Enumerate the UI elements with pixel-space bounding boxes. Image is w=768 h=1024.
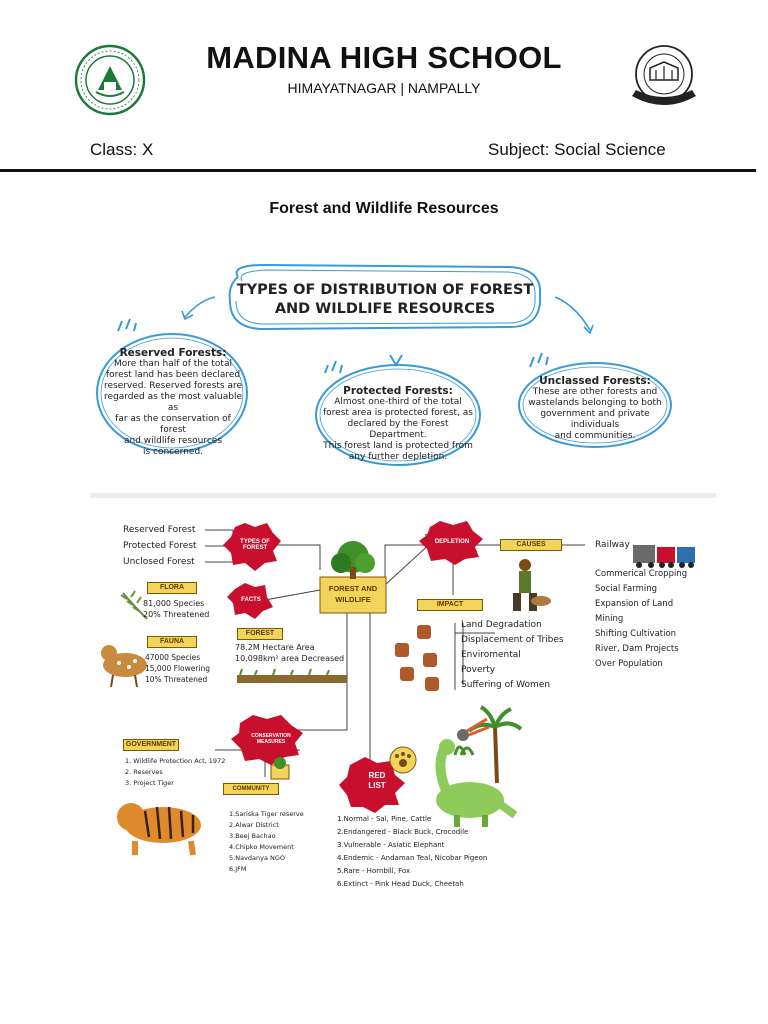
protected-forests-title: Protected Forests: xyxy=(343,385,453,397)
red-list-item: 5.Rare - Hornbill, Fox xyxy=(337,867,411,875)
cause-item: Shifting Cultivation xyxy=(595,629,677,639)
type-reserved-forest: Reserved Forest xyxy=(123,525,196,535)
forest-mindmap: Reserved Forest Protected Forest Unclose… xyxy=(95,515,715,900)
unclassed-forests-text: These are other forests and wastelands b… xyxy=(522,387,668,442)
fauna-stat: 10% Threatened xyxy=(145,675,208,684)
type-unclosed-forest: Unclosed Forest xyxy=(123,557,195,567)
reserved-line: reserved. Reserved forests are xyxy=(103,381,243,391)
protected-forests-text: Almost one-third of the total forest are… xyxy=(320,397,476,463)
distribution-diagram-lines xyxy=(96,263,672,466)
reserved-line: More than half of the total xyxy=(114,359,232,369)
distribution-diagram: TYPES OF DISTRIBUTION OF FOREST AND WILD… xyxy=(90,255,710,480)
school-location: HIMAYATNAGAR | NAMPALLY xyxy=(287,80,481,96)
government-item: 3. Project Tiger xyxy=(125,779,174,787)
cause-item: River, Dam Projects xyxy=(595,644,679,654)
red-list-label: RED xyxy=(368,771,386,780)
reserved-forests-text: More than half of the total forest land … xyxy=(102,359,244,458)
impact-item: Suffering of Women xyxy=(461,680,551,690)
distribution-title-line1: TYPES OF DISTRIBUTION OF FOREST xyxy=(236,282,534,298)
impact-item: Land Degradation xyxy=(461,620,542,630)
fauna-stat: 15,000 Flowering xyxy=(145,664,211,673)
types-of-forest-badge: TYPES OF FOREST xyxy=(240,539,270,551)
community-item: 2.Alwar District xyxy=(229,821,279,829)
conservation-badge: CONSERVATION MEASURES xyxy=(251,733,291,745)
government-item: 1. Wildlife Protection Act, 1972 xyxy=(125,757,226,765)
protected-line: Almost one-third of the total xyxy=(334,397,462,407)
flora-stat: 20% Threatened xyxy=(143,610,210,619)
protected-forests-bubble: Protected Forests: Almost one-third of t… xyxy=(320,385,476,463)
header-divider xyxy=(0,169,756,172)
board-seal xyxy=(632,45,696,105)
government-item: 2. Reserves xyxy=(125,768,163,776)
red-list-item: 2.Endangered - Black Buck, Crocodile xyxy=(337,828,469,836)
depletion-badge: DEPLETION xyxy=(434,539,470,545)
distribution-title-line2: AND WILDLIFE RESOURCES xyxy=(274,301,496,317)
reserved-line: regarded as the most valuable as xyxy=(104,392,242,413)
cause-item: Mining xyxy=(595,614,624,624)
distribution-title: TYPES OF DISTRIBUTION OF FOREST AND WILD… xyxy=(235,281,535,319)
red-list-item: 4.Endemic - Andaman Teal, Nicobar Pigeon xyxy=(337,854,488,862)
fauna-label: FAUNA xyxy=(147,636,197,648)
reserved-forests-bubble: Reserved Forests: More than half of the … xyxy=(102,347,244,458)
section-separator xyxy=(90,493,716,498)
protected-line: any further depletion. xyxy=(348,452,448,462)
fauna-stat: 47000 Species xyxy=(145,653,201,662)
facts-badge: FACTS xyxy=(241,597,261,603)
cause-item: Over Population xyxy=(595,659,663,669)
community-item: 6.JFM xyxy=(229,865,247,873)
reserved-line: and wildlife resources xyxy=(123,436,223,446)
reserved-line: is concerned. xyxy=(142,447,204,457)
reserved-forests-title: Reserved Forests: xyxy=(119,347,227,359)
type-protected-forest: Protected Forest xyxy=(123,541,197,551)
cause-item: Commerical Cropping xyxy=(595,569,688,579)
unclassed-forests-bubble: Unclassed Forests: These are other fores… xyxy=(522,375,668,442)
community-item: 4.Chipko Movement xyxy=(229,843,294,851)
government-label: GOVERNMENT xyxy=(123,739,179,751)
unclassed-line: These are other forests and xyxy=(532,387,658,397)
mindmap-connectors xyxy=(101,521,695,856)
topic-title: Forest and Wildlife Resources xyxy=(269,200,499,217)
subject-label: Subject: Social Science xyxy=(488,140,666,159)
red-list-item: 1.Normal - Sal, Pine, Cattle xyxy=(337,815,432,823)
unclassed-line: wastelands belonging to both xyxy=(528,398,662,408)
community-item: 1.Sariska Tiger reserve xyxy=(229,810,304,818)
reserved-line: far as the conservation of forest xyxy=(115,414,231,435)
school-logo xyxy=(74,44,146,116)
impact-item: Enviromental xyxy=(461,650,521,660)
cause-item: Expansion of Land xyxy=(595,599,674,609)
community-item: 5.Navdanya NGO xyxy=(229,854,286,862)
forest-label: FOREST xyxy=(237,628,283,640)
unclassed-line: government and private individuals xyxy=(540,409,650,430)
impact-label: IMPACT xyxy=(417,599,483,611)
cause-item: Social Farming xyxy=(595,584,657,594)
protected-line: declared by the Forest Department. xyxy=(347,419,449,440)
red-list-item: 6.Extinct - Pink Head Duck, Cheetah xyxy=(337,880,464,888)
flora-stat: 81,000 Species xyxy=(143,599,205,608)
protected-line: forest area is protected forest, as xyxy=(322,408,473,418)
causes-label: CAUSES xyxy=(500,539,562,551)
impact-item: Displacement of Tribes xyxy=(461,635,564,645)
class-label: Class: X xyxy=(90,140,154,159)
protected-line: This forest land is protected from xyxy=(323,441,473,451)
school-name: MADINA HIGH SCHOOL xyxy=(206,40,562,75)
red-list-item: 3.Vulnerable - Asiatic Elephant xyxy=(337,841,445,849)
center-node: FOREST AND WILDLIFE xyxy=(328,584,378,604)
community-item: 3.Beej Bachao xyxy=(229,832,276,840)
forest-stat: 78.2M Hectare Area xyxy=(235,643,315,652)
unclassed-forests-title: Unclassed Forests: xyxy=(539,375,651,387)
forest-stat: 10,098km² area Decreased xyxy=(235,654,345,663)
cause-item: Railway xyxy=(595,540,630,550)
red-list-badge: RED LIST xyxy=(353,771,401,791)
flora-label: FLORA xyxy=(147,582,197,594)
reserved-line: forest land has been declared xyxy=(105,370,241,380)
impact-item: Poverty xyxy=(461,665,496,675)
unclassed-line: and communities. xyxy=(554,431,636,441)
red-list-label: LIST xyxy=(368,781,386,790)
community-label: COMMUNITY xyxy=(223,783,279,795)
